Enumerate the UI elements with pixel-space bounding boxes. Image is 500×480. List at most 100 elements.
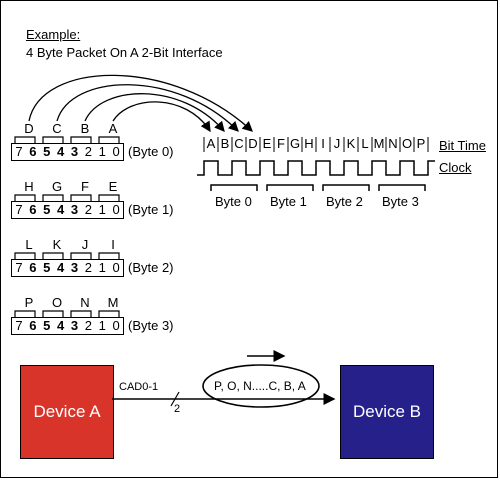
byte-group-3-label: Byte 3 xyxy=(382,194,419,209)
bit-1: 1 xyxy=(98,202,106,217)
byte-2-letter-j: J xyxy=(81,237,89,252)
bit-time-c: C xyxy=(234,136,244,151)
byte-0-bit-box: 7 6 5 4 3 2 1 0 xyxy=(11,143,124,161)
bit-4: 4 xyxy=(56,144,65,159)
byte-3-letter-m: M xyxy=(107,295,119,310)
bit-0: 0 xyxy=(112,318,120,333)
bit-1: 1 xyxy=(98,260,106,275)
byte-1-bit-box: 7 6 5 4 3 2 1 0 xyxy=(11,201,124,219)
byte-group-3-bracket xyxy=(378,184,426,191)
packet-ellipse xyxy=(202,364,320,408)
bit-0: 0 xyxy=(112,260,120,275)
byte-1-label: (Byte 1) xyxy=(128,202,174,217)
byte-3-letters: P O N M xyxy=(11,295,126,311)
bit-time-l: L xyxy=(361,136,369,151)
bus-width-slash xyxy=(170,391,180,407)
bit-1: 1 xyxy=(98,318,106,333)
bit-time-d: D xyxy=(248,136,258,151)
bit-time-e: E xyxy=(262,136,272,151)
byte-row-2: L K J I 7 6 5 4 3 2 1 0 (Byte 2) xyxy=(11,237,191,279)
byte-group-2-label: Byte 2 xyxy=(326,194,363,209)
arrow-a xyxy=(112,101,211,133)
packet-sequence-label: P, O, N.....C, B, A xyxy=(214,379,306,393)
byte-0-label: (Byte 0) xyxy=(128,144,174,159)
arrow-b xyxy=(84,93,225,132)
clock-label: Clock xyxy=(439,160,472,175)
bit-time-h: H xyxy=(304,136,314,151)
byte-group-1-bracket xyxy=(266,184,314,191)
example-subtitle: 4 Byte Packet On A 2-Bit Interface xyxy=(26,45,223,60)
bit-2: 2 xyxy=(84,260,92,275)
bus-label: CAD0-1 xyxy=(119,381,159,393)
byte-0-letter-c: C xyxy=(52,121,62,136)
byte-2-letter-i: I xyxy=(111,237,115,252)
bit-6: 6 xyxy=(29,202,37,217)
byte-2-brackets xyxy=(14,252,120,259)
byte-2-letter-l: L xyxy=(25,237,33,252)
byte-1-letter-g: G xyxy=(51,179,63,194)
arrow-c xyxy=(56,84,239,132)
byte-2-letter-k: K xyxy=(52,237,62,252)
bit-2: 2 xyxy=(84,318,92,333)
byte-0-letters: D C B A xyxy=(11,121,126,137)
bit-3: 3 xyxy=(70,260,79,275)
bit-4: 4 xyxy=(56,260,65,275)
byte-row-3: P O N M 7 6 5 4 3 2 1 0 (Byte 3) xyxy=(11,295,191,337)
bit-3: 3 xyxy=(70,202,79,217)
byte-1-letter-f: F xyxy=(81,179,89,194)
byte-1-letter-h: H xyxy=(24,179,34,194)
bit-5: 5 xyxy=(43,144,51,159)
bit-7: 7 xyxy=(15,260,23,275)
arrow-d xyxy=(28,74,253,132)
byte-2-bit-box: 7 6 5 4 3 2 1 0 xyxy=(11,259,124,277)
bit-time-n: N xyxy=(388,136,398,151)
bit-time-f: F xyxy=(277,136,285,151)
bit-1: 1 xyxy=(98,144,106,159)
bit-6: 6 xyxy=(29,260,37,275)
bit-6: 6 xyxy=(29,144,37,159)
bit-time-b: B xyxy=(220,136,230,151)
byte-3-letter-p: P xyxy=(24,295,34,310)
bit-time-m: M xyxy=(373,136,385,151)
bit-time-g: G xyxy=(289,136,301,151)
bit-5: 5 xyxy=(43,260,51,275)
bit-time-i: I xyxy=(321,136,325,151)
byte-3-letter-n: N xyxy=(80,295,90,310)
bit-4: 4 xyxy=(56,202,65,217)
byte-3-letter-o: O xyxy=(51,295,63,310)
bit-7: 7 xyxy=(15,202,23,217)
byte-group-1-label: Byte 1 xyxy=(270,194,307,209)
bit-5: 5 xyxy=(43,318,51,333)
bit-time-a: A xyxy=(206,136,216,151)
bit-0: 0 xyxy=(112,202,120,217)
bit-0: 0 xyxy=(112,144,120,159)
byte-3-brackets xyxy=(14,310,120,317)
byte-3-label: (Byte 3) xyxy=(128,318,174,333)
byte-group-0-bracket xyxy=(210,184,258,191)
byte-2-label: (Byte 2) xyxy=(128,260,174,275)
byte-3-bit-box: 7 6 5 4 3 2 1 0 xyxy=(11,317,124,335)
byte-1-brackets xyxy=(14,194,120,201)
byte-0-letter-b: B xyxy=(80,121,90,136)
bit-2: 2 xyxy=(84,144,92,159)
byte-row-0: D C B A 7 6 5 4 3 2 1 0 (Byte 0) xyxy=(11,121,191,163)
bus-width-label: 2 xyxy=(174,403,181,415)
bit-time-j: J xyxy=(333,136,341,151)
bit-5: 5 xyxy=(43,202,51,217)
bit-3: 3 xyxy=(70,144,79,159)
bit-7: 7 xyxy=(15,318,23,333)
byte-0-brackets xyxy=(14,136,120,143)
device-a-label: Device A xyxy=(33,402,101,421)
byte-group-0-label: Byte 0 xyxy=(215,194,252,209)
bit-7: 7 xyxy=(15,144,23,159)
byte-2-letters: L K J I xyxy=(11,237,126,253)
byte-1-letters: H G F E xyxy=(11,179,126,195)
bit-time-k: K xyxy=(346,136,356,151)
clock-waveform xyxy=(197,160,435,176)
device-b-box: Device B xyxy=(340,365,434,459)
byte-0-letter-d: D xyxy=(24,121,34,136)
bit-time-o: O xyxy=(401,136,413,151)
bit-6: 6 xyxy=(29,318,37,333)
